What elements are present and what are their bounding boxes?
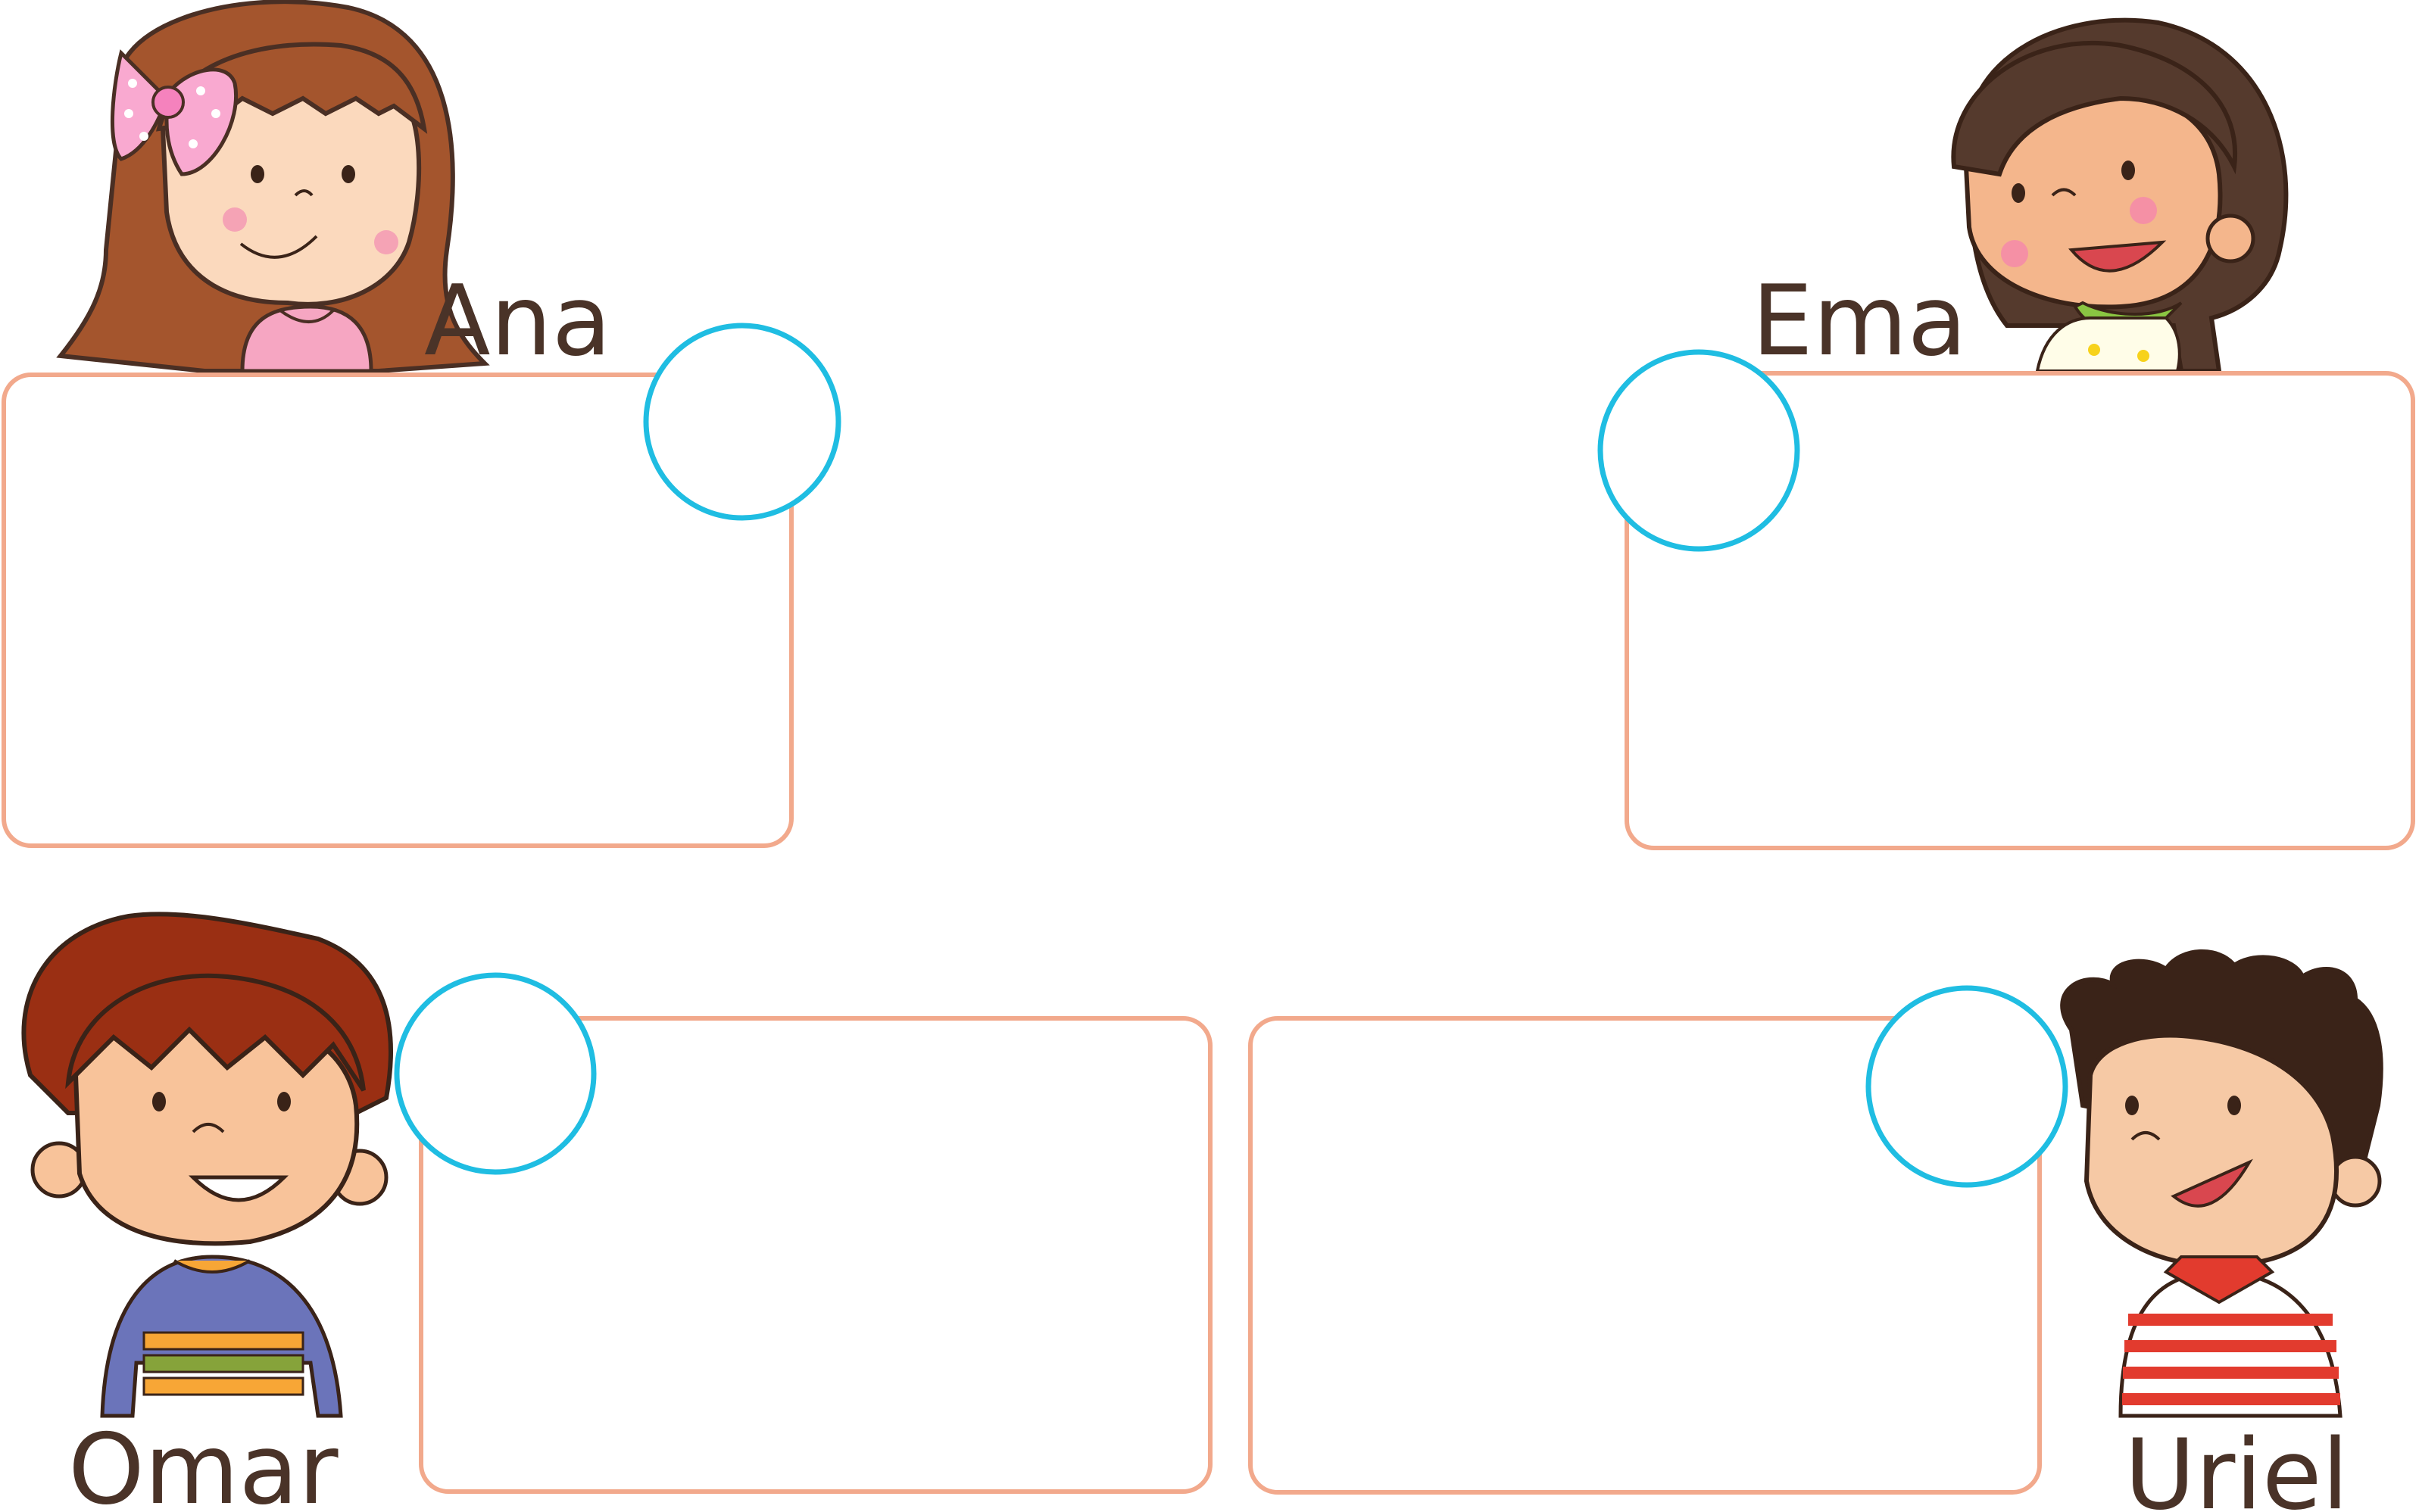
- uriel-answer-circle[interactable]: [1865, 985, 2068, 1188]
- ana-name-label: Ana: [424, 265, 611, 378]
- uriel-answer-box[interactable]: [1248, 1016, 2042, 1495]
- ana-answer-circle[interactable]: [643, 323, 841, 521]
- uriel-boy-spiky-hair-icon: [2060, 949, 2383, 1418]
- omar-boy-striped-shirt-icon: [21, 912, 393, 1418]
- ema-girl-braid-icon: [1951, 17, 2289, 373]
- omar-name-label: Omar: [68, 1414, 339, 1512]
- ana-answer-box[interactable]: [2, 373, 794, 848]
- ema-name-label: Ema: [1752, 265, 1967, 378]
- ema-answer-circle[interactable]: [1597, 349, 1800, 552]
- omar-answer-circle[interactable]: [394, 972, 597, 1175]
- ana-girl-bow-icon: [56, 0, 490, 373]
- ema-answer-box[interactable]: [1625, 371, 2415, 850]
- ana-bow: [111, 49, 238, 176]
- uriel-name-label: Uriel: [2124, 1419, 2349, 1512]
- omar-answer-box[interactable]: [419, 1016, 1213, 1494]
